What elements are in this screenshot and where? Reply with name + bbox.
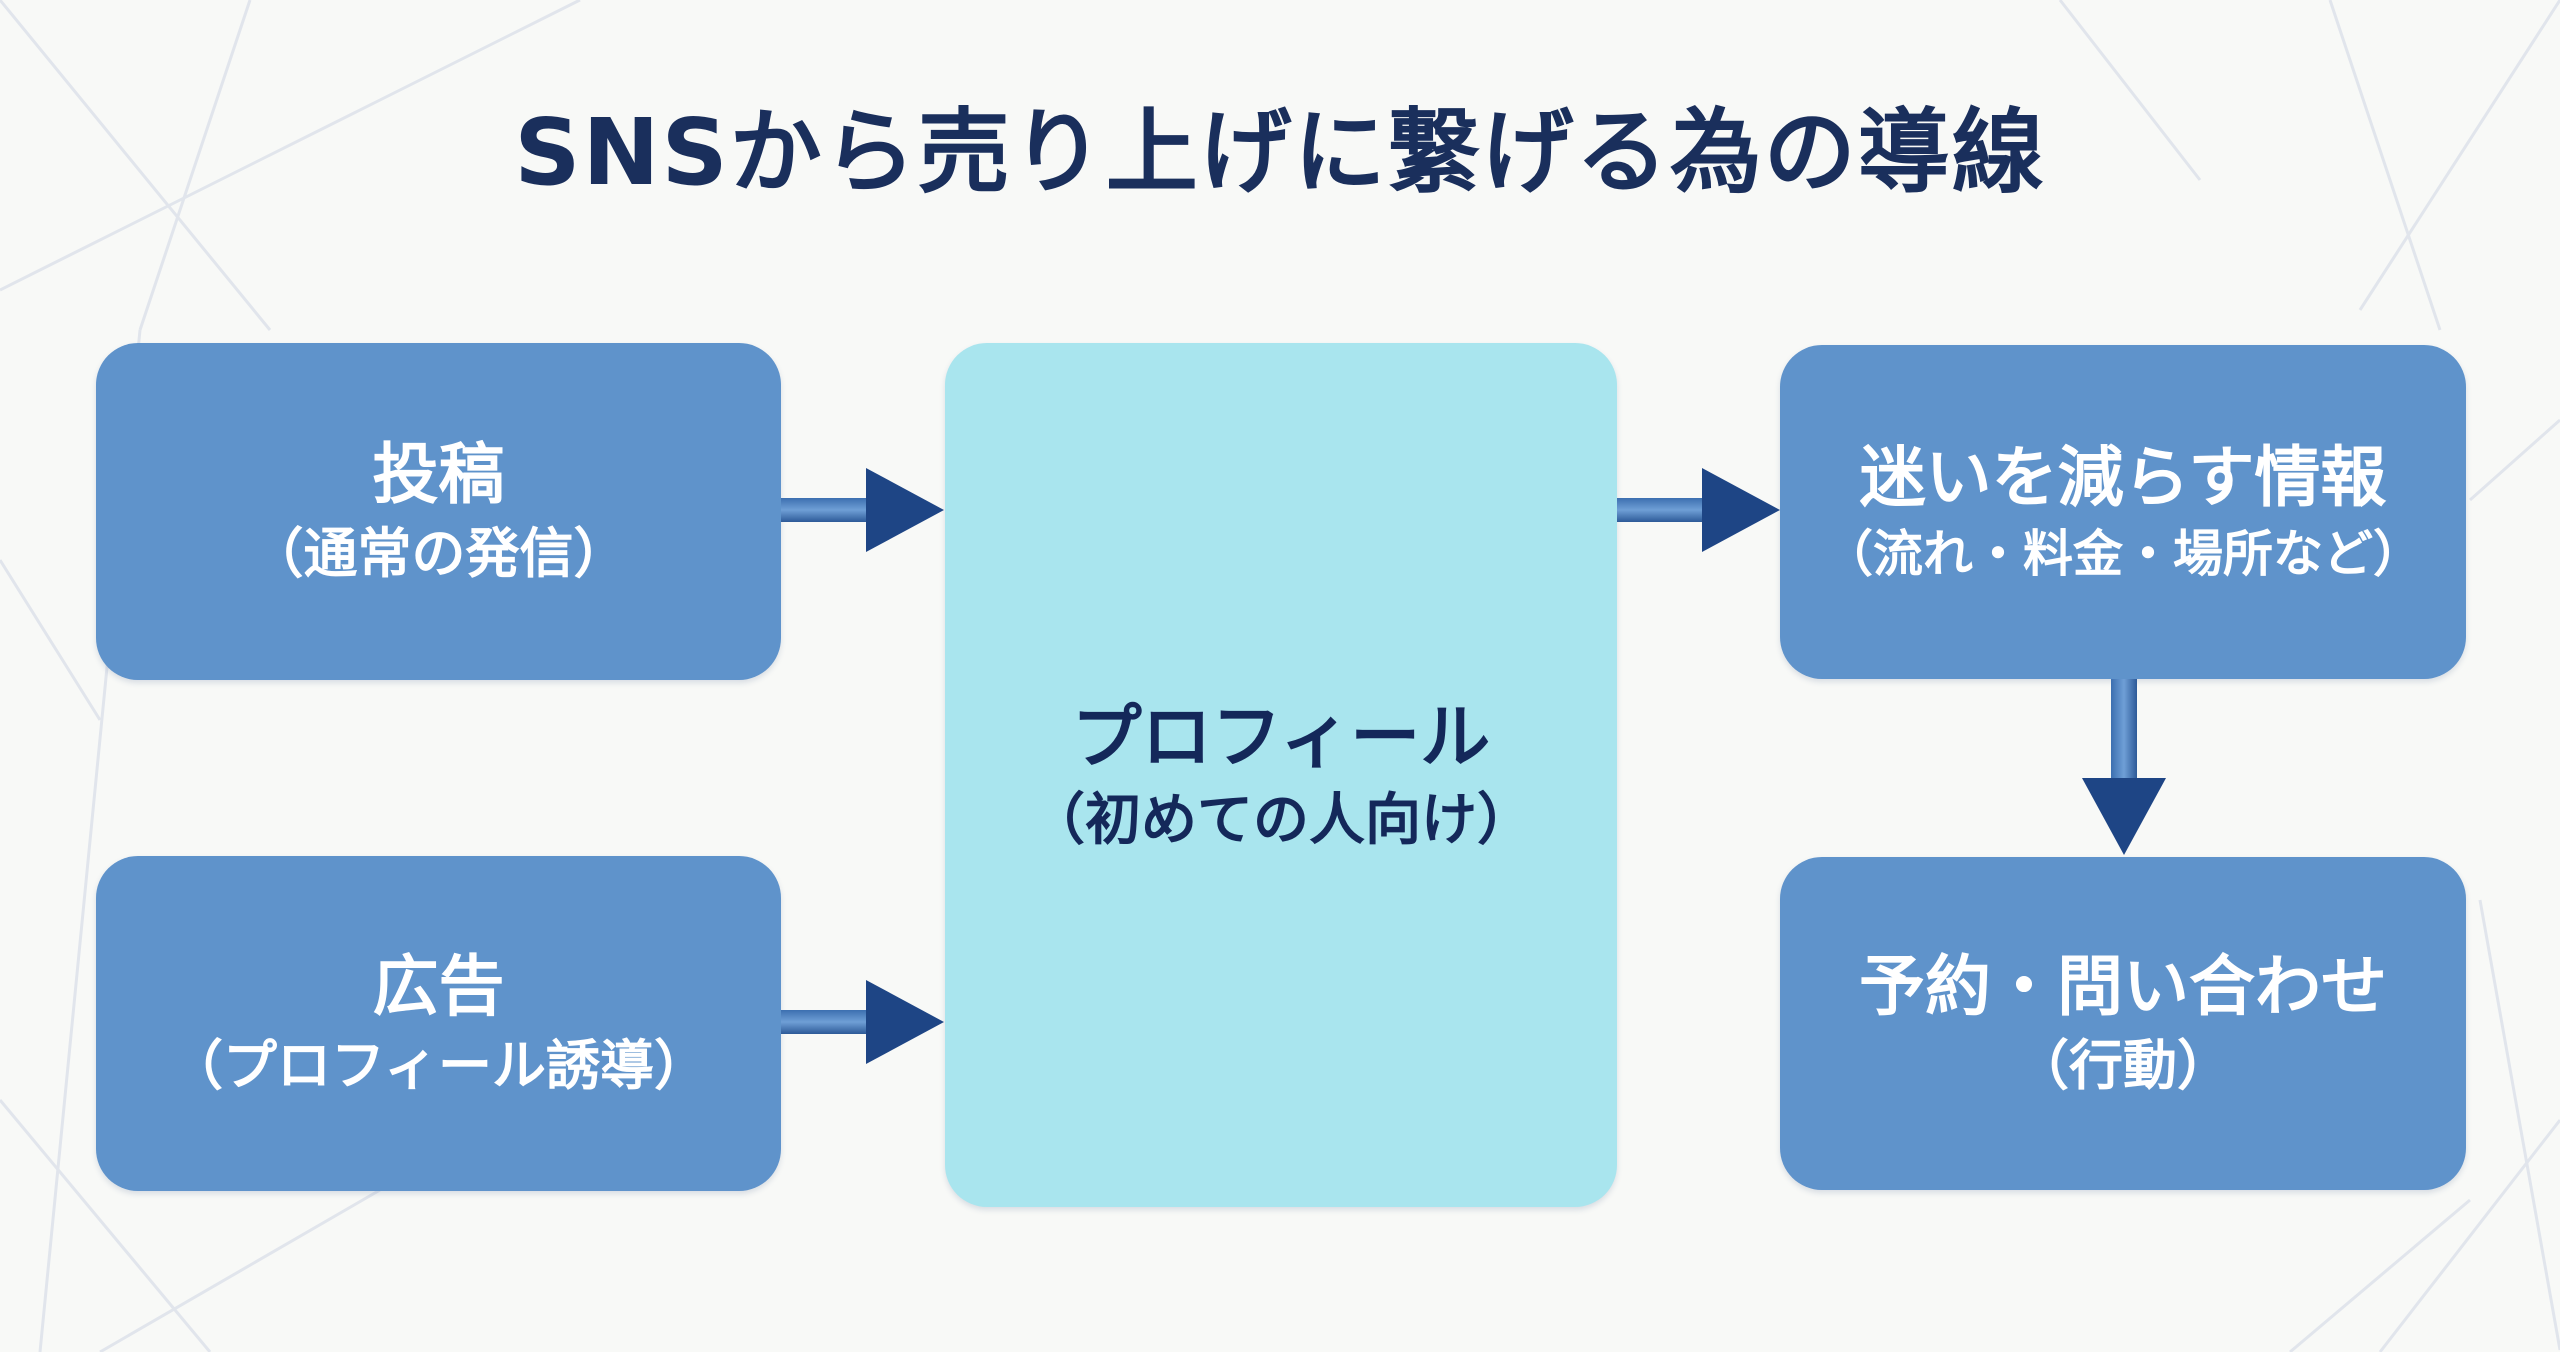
node-post-label: 投稿 [372,436,505,514]
node-post: 投稿 （通常の発信） [96,343,781,680]
node-ad-sublabel: （プロフィール誘導） [169,1033,708,1097]
node-info-sublabel: （流れ・料金・場所など） [1823,525,2423,584]
node-action: 予約・問い合わせ （行動） [1780,857,2466,1190]
node-ad: 広告 （プロフィール誘導） [96,856,781,1191]
node-info-label: 迷いを減らす情報 [1859,439,2387,517]
node-action-sublabel: （行動） [2015,1033,2231,1097]
diagram-title: SNSから売り上げに繋げる為の導線 [514,99,2046,206]
node-profile-sublabel: （初めての人向け） [1029,787,1533,853]
node-profile: プロフィール （初めての人向け） [945,343,1617,1207]
node-action-label: 予約・問い合わせ [1859,948,2387,1026]
node-info: 迷いを減らす情報 （流れ・料金・場所など） [1780,345,2466,679]
node-profile-label: プロフィール [1071,695,1491,778]
node-ad-label: 広告 [372,948,505,1026]
node-post-sublabel: （通常の発信） [249,521,628,585]
